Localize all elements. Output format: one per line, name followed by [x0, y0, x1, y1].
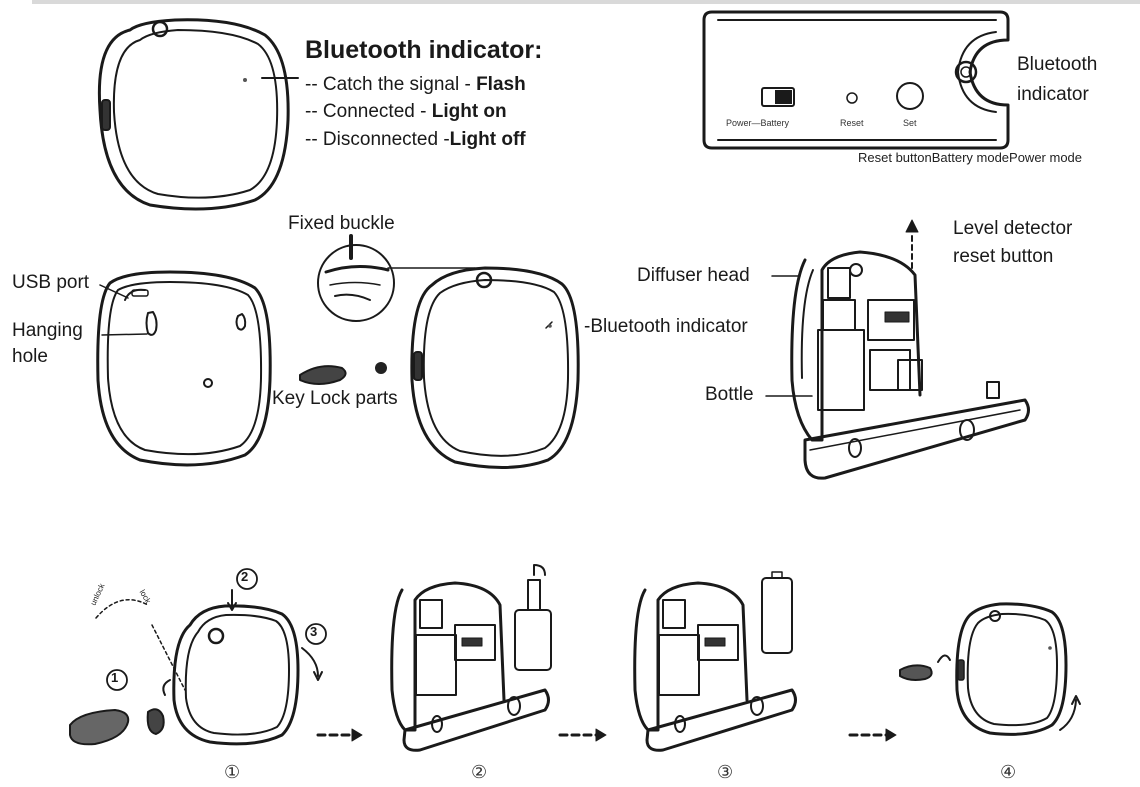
level-detector-label-1: Level detector — [953, 218, 1073, 239]
bt-status-line: -- Catch the signal - Flash — [305, 74, 526, 96]
bt-status-text: -- Connected - — [305, 101, 432, 122]
set-label: Set — [903, 118, 917, 128]
device-front-middle — [299, 234, 580, 469]
device-back — [96, 270, 272, 467]
level-detector-label-2: reset button — [953, 246, 1054, 267]
panel-indicator-label-1: Bluetooth — [1017, 54, 1098, 75]
hanging-hole-label-1: Hanging — [12, 320, 83, 341]
device-front-top — [97, 18, 299, 211]
switch-label: Power—Battery — [726, 118, 790, 128]
step-marker-2: 2 — [241, 569, 249, 584]
bottle-label: Bottle — [705, 384, 754, 405]
step-2-illustration — [390, 564, 607, 752]
reset-label: Reset — [840, 118, 864, 128]
step-label-1: ① — [224, 762, 241, 782]
hanging-hole-label-2: hole — [12, 346, 48, 367]
control-panel — [702, 10, 1010, 150]
step-label-4: ④ — [1000, 762, 1017, 782]
diffuser-head-label: Diffuser head — [637, 265, 750, 286]
step-4-illustration — [899, 602, 1081, 736]
bluetooth-indicator-label: -Bluetooth indicator — [584, 316, 748, 337]
top-divider — [32, 0, 1140, 4]
step-marker-1: 1 — [111, 670, 119, 685]
bluetooth-indicator-heading: Bluetooth indicator: — [305, 36, 543, 64]
step-label-3: ③ — [717, 762, 734, 782]
step-1-illustration — [69, 568, 363, 746]
panel-caption: Reset buttonBattery modePower mode — [858, 150, 1083, 165]
fixed-buckle-label: Fixed buckle — [288, 213, 395, 234]
step-marker-3: 3 — [310, 624, 318, 639]
usb-port-label: USB port — [12, 272, 90, 293]
bt-status-text: -- Disconnected - — [305, 129, 450, 150]
bt-status-line: -- Connected - Light on — [305, 101, 507, 123]
device-open-right — [765, 219, 1030, 480]
bt-status-value: Flash — [476, 74, 526, 95]
bt-status-line: -- Disconnected -Light off — [305, 129, 526, 151]
key-lock-parts-label: Key Lock parts — [272, 388, 398, 409]
panel-indicator-label-2: indicator — [1017, 84, 1089, 105]
step-3-illustration — [633, 571, 897, 752]
bt-status-text: -- Catch the signal - — [305, 74, 477, 95]
step-label-2: ② — [471, 762, 488, 782]
bt-status-value: Light off — [449, 129, 526, 150]
bt-status-value: Light on — [431, 101, 507, 122]
